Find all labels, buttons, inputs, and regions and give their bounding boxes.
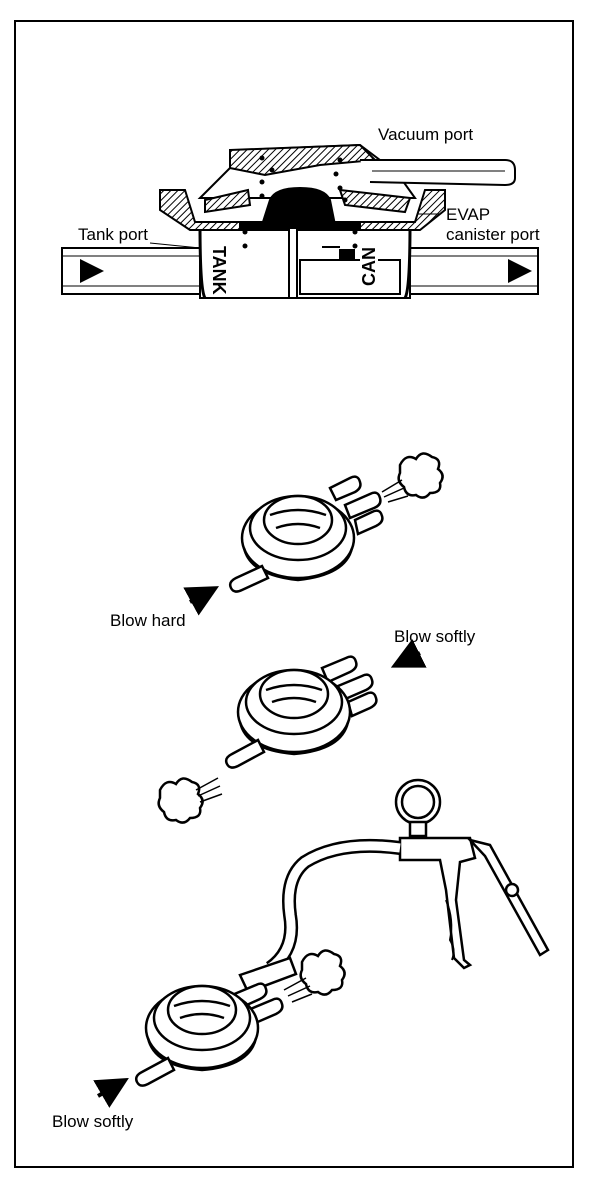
evap-label-line1: EVAP xyxy=(446,205,491,224)
can-chamber-label: CAN xyxy=(359,245,379,288)
tank-port-leader xyxy=(149,242,201,249)
vacuum-port-label: Vacuum port xyxy=(378,125,474,144)
figure-border xyxy=(14,20,574,1168)
blow-hard-label: Blow hard xyxy=(110,611,186,630)
tank-port-label: Tank port xyxy=(78,225,148,244)
vacuum-port-nozzle xyxy=(360,159,516,187)
evap-label-line2: canister port xyxy=(446,225,540,244)
valve-test-2 xyxy=(157,638,427,824)
diaphragm xyxy=(260,186,337,226)
vacuum-pump-setup xyxy=(93,778,550,1108)
valve-cross-section xyxy=(61,143,539,299)
blow-softly-label-2: Blow softly xyxy=(52,1112,134,1131)
blow-softly-label-1: Blow softly xyxy=(394,627,476,646)
tank-chamber-label: TANK xyxy=(209,244,229,297)
pump-handle xyxy=(466,837,550,957)
valve-test-1 xyxy=(183,452,444,616)
